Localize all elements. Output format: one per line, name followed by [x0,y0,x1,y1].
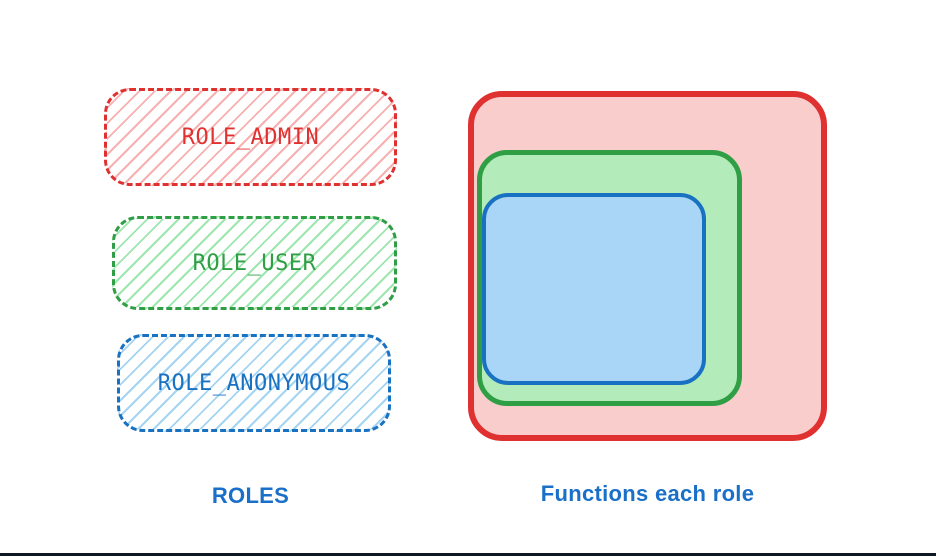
roles-caption: ROLES [211,483,290,508]
functions-caption: Functions each role [540,481,755,506]
functions-ring-anonymous [482,193,706,385]
role-admin-label: ROLE_ADMIN [181,124,320,150]
footer-divider [0,553,936,556]
role-admin-box: ROLE_ADMIN [104,88,397,186]
role-anonymous-label: ROLE_ANONYMOUS [157,370,351,396]
role-user-box: ROLE_USER [112,216,397,310]
role-user-label: ROLE_USER [192,250,317,276]
role-anonymous-box: ROLE_ANONYMOUS [117,334,391,432]
